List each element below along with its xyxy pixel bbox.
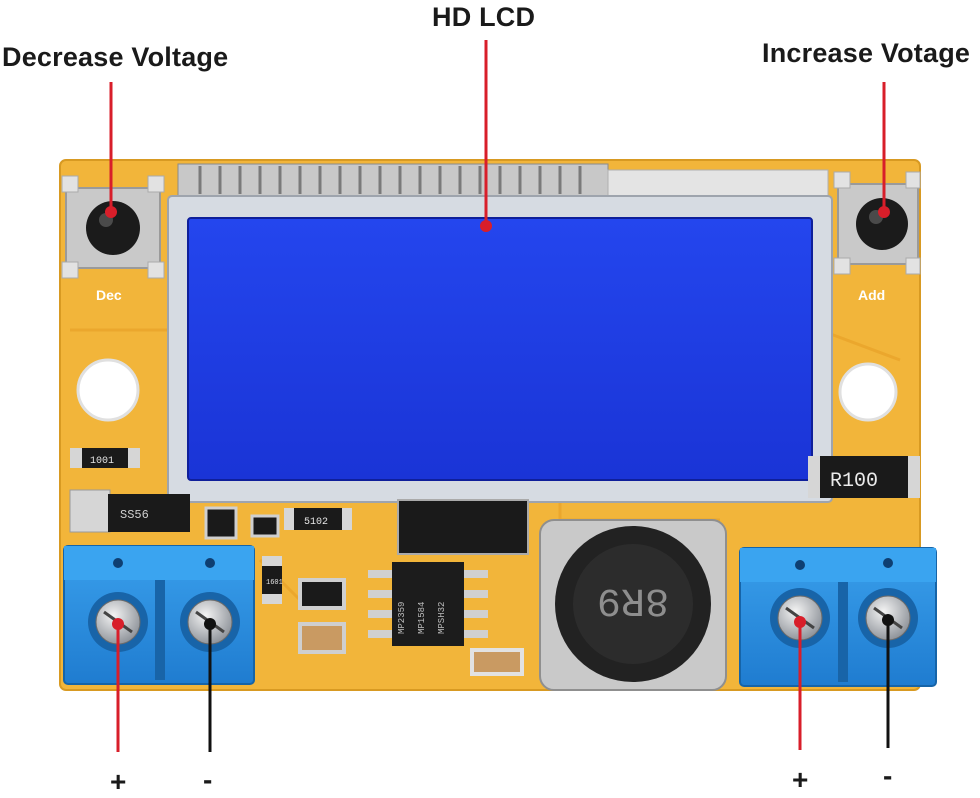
diode-text: SS56 bbox=[120, 508, 149, 522]
resistor-1001 bbox=[70, 448, 140, 468]
inductor-text: 8R9 bbox=[597, 577, 669, 622]
resistor-1601 bbox=[262, 556, 282, 604]
mount-hole-left bbox=[76, 358, 140, 422]
decrease-voltage-label: Decrease Voltage bbox=[2, 42, 229, 72]
chip-text-3: MPSH32 bbox=[437, 602, 447, 634]
inductor bbox=[539, 519, 727, 691]
chip-text-2: MP1584 bbox=[417, 602, 427, 634]
resistor-5102 bbox=[284, 508, 352, 530]
callout-input-plus bbox=[112, 618, 124, 752]
res-1601-text: 1601 bbox=[266, 579, 283, 587]
increase-voltage-label: Increase Votage bbox=[762, 38, 971, 68]
decrease-button[interactable] bbox=[61, 175, 165, 279]
mount-hole-right bbox=[838, 362, 898, 422]
callout-increase bbox=[878, 82, 890, 218]
lcd-label: HD LCD bbox=[432, 2, 536, 32]
input-minus-label: - bbox=[203, 764, 213, 795]
output-minus-label: - bbox=[883, 760, 893, 791]
res-1001-text: 1001 bbox=[90, 456, 114, 467]
r100-text: R100 bbox=[830, 470, 878, 493]
res-5102-text: 5102 bbox=[304, 517, 328, 528]
add-silkscreen: Add bbox=[858, 287, 885, 303]
callout-decrease bbox=[105, 82, 117, 218]
diode-ss56 bbox=[69, 489, 190, 533]
ic-chip bbox=[368, 562, 488, 646]
callout-output-minus bbox=[882, 614, 894, 748]
lcd-screen bbox=[187, 217, 813, 481]
input-plus-label: + bbox=[110, 766, 127, 797]
callout-input-minus bbox=[204, 618, 216, 752]
resistor-r100 bbox=[808, 456, 920, 498]
output-plus-label: + bbox=[792, 764, 809, 795]
callout-lcd bbox=[480, 40, 492, 232]
callout-output-plus bbox=[794, 616, 806, 750]
lcd-pin-header bbox=[177, 163, 609, 197]
increase-button[interactable] bbox=[833, 171, 921, 275]
chip-text-1: MP2359 bbox=[397, 602, 407, 634]
dec-silkscreen: Dec bbox=[96, 287, 122, 303]
